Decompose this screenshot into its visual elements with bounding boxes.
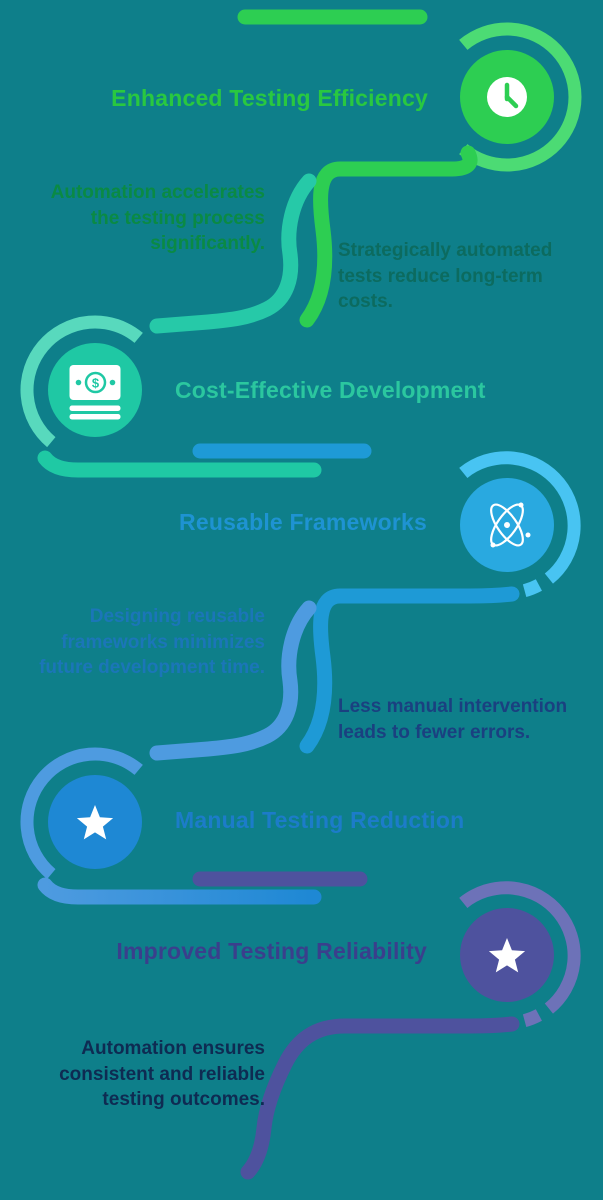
milestone-5-title: Improved Testing Reliability [116, 938, 427, 964]
segment-1-path [237, 9, 582, 328]
segment-3-path [192, 443, 581, 754]
milestone-5-node [460, 908, 554, 1002]
milestone-2-node: $ [48, 343, 142, 437]
milestone-4-title: Manual Testing Reduction [175, 807, 465, 833]
milestone-2-description: Strategically automated tests reduce lon… [338, 240, 553, 313]
milestone-3-node [460, 478, 554, 572]
milestone-3-title: Reusable Frameworks [179, 509, 427, 535]
milestone-1-description: Automation accelerates the testing proce… [50, 182, 265, 255]
segment-2-path [20, 173, 322, 478]
milestone-2-title: Cost-Effective Development [175, 377, 486, 403]
atom-icon [490, 502, 531, 548]
milestone-3-description: Designing reusable frameworks minimizes … [39, 606, 265, 679]
milestone-1-node [460, 50, 554, 144]
segment-5-path [192, 871, 581, 1180]
milestone-4-description: Less manual intervention leads to fewer … [338, 696, 568, 743]
milestone-4-node [48, 775, 142, 869]
clock-icon [487, 77, 527, 117]
star-icon [76, 805, 114, 840]
milestone-1-title: Enhanced Testing Efficiency [111, 85, 428, 111]
segment-4-path [20, 600, 322, 905]
svg-text:$: $ [92, 376, 100, 391]
milestone-5-description: Automation ensures consistent and reliab… [59, 1038, 265, 1111]
star-icon [488, 938, 526, 973]
money-icon: $ [69, 365, 121, 420]
